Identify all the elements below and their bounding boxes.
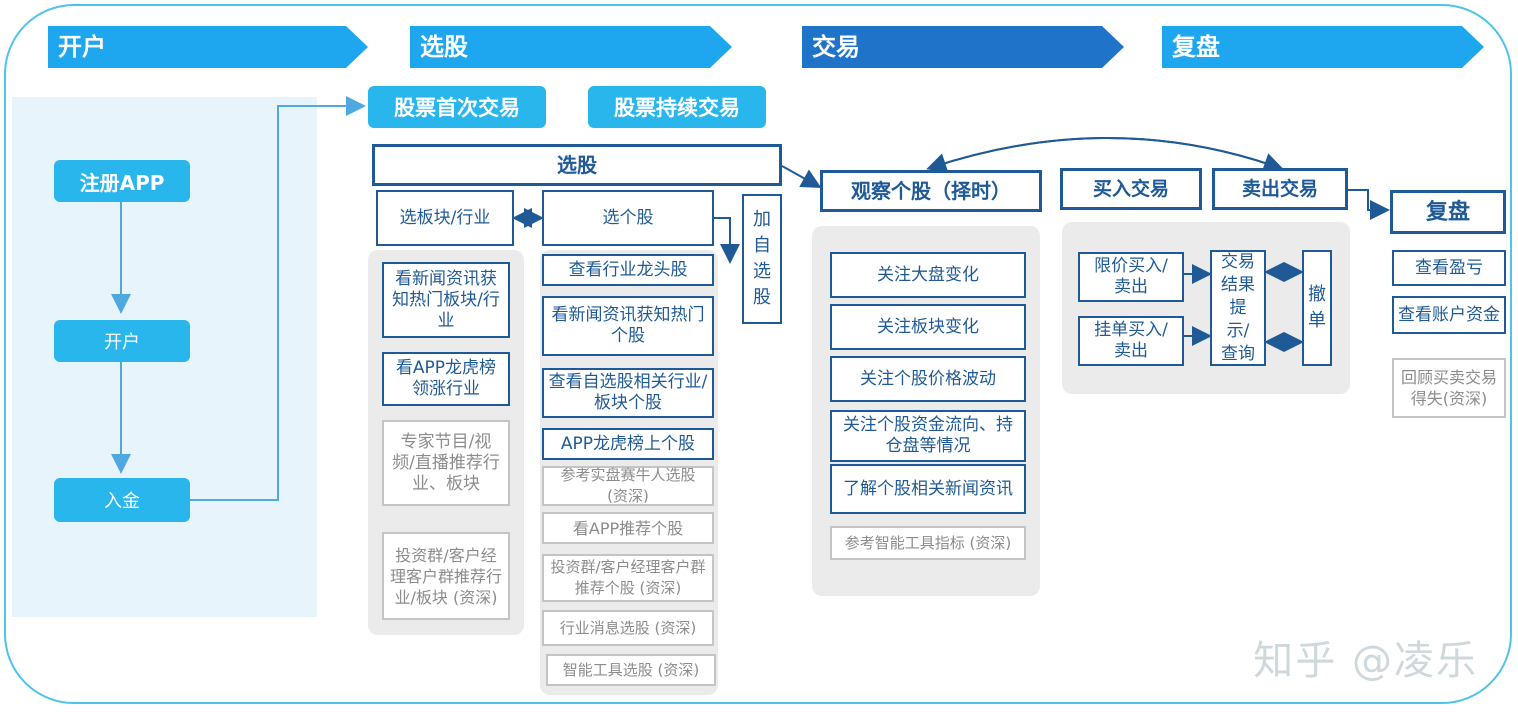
sector-title: 选板块/行业 — [376, 190, 514, 246]
stock-method: APP龙虎榜上个股 — [542, 428, 714, 460]
sector-method: 投资群/客户经理客户群推荐行业/板块 (资深) — [382, 532, 510, 620]
order-pending: 挂单买入/卖出 — [1078, 316, 1184, 366]
stock-method: 看新闻资讯获知热门个股 — [542, 296, 714, 356]
stock-method: 投资群/客户经理客户群推荐个股 (资深) — [542, 554, 714, 602]
review-item: 查看盈亏 — [1392, 250, 1506, 286]
zhihu-watermark: 知乎 @凌乐 — [1253, 638, 1478, 684]
review-item: 回顾买卖交易得失(资深) — [1392, 358, 1506, 418]
phase-select: 选股 — [410, 26, 732, 68]
phase-review: 复盘 — [1162, 26, 1484, 68]
stock-method: 看APP推荐个股 — [542, 512, 714, 544]
observe-item: 关注板块变化 — [830, 304, 1026, 350]
sector-method: 专家节目/视频/直播推荐行业、板块 — [382, 420, 510, 506]
step-open-account: 开户 — [54, 320, 190, 362]
stock-title: 选个股 — [542, 190, 714, 246]
step-deposit: 入金 — [54, 478, 190, 522]
trade-result: 交易结果提示/查询 — [1210, 250, 1266, 366]
observe-item: 了解个股相关新闻资讯 — [830, 464, 1026, 514]
sector-method: 看新闻资讯获知热门板块/行业 — [382, 262, 510, 338]
stock-method: 行业消息选股 (资深) — [542, 610, 714, 646]
cancel-order: 撤单 — [1302, 250, 1332, 366]
observe-item: 参考智能工具指标 (资深) — [830, 526, 1026, 560]
review-item: 查看账户资金 — [1392, 296, 1506, 334]
stock-method: 查看自选股相关行业/板块个股 — [542, 368, 714, 418]
step-register-app: 注册APP — [54, 160, 190, 202]
observe-item: 关注大盘变化 — [830, 252, 1026, 298]
select-title: 选股 — [372, 144, 782, 186]
continue-trade-label: 股票持续交易 — [588, 86, 766, 128]
observe-title: 观察个股（择时） — [820, 170, 1042, 212]
watchlist-box: 加自选股 — [742, 194, 782, 324]
sector-method: 看APP龙虎榜领涨行业 — [382, 352, 510, 406]
stock-method: 参考实盘赛牛人选股 (资深) — [542, 466, 714, 506]
observe-item: 关注个股价格波动 — [830, 356, 1026, 402]
buy-title: 买入交易 — [1060, 168, 1202, 210]
phase-trade: 交易 — [802, 26, 1124, 68]
sell-title: 卖出交易 — [1212, 168, 1348, 210]
order-limit: 限价买入/卖出 — [1078, 252, 1184, 302]
first-trade-label: 股票首次交易 — [368, 86, 546, 128]
review-title: 复盘 — [1390, 190, 1506, 234]
stock-method: 智能工具选股 (资深) — [546, 654, 716, 686]
outer-frame — [4, 4, 1512, 704]
observe-item: 关注个股资金流向、持仓盘等情况 — [830, 410, 1026, 462]
phase-account: 开户 — [48, 26, 368, 68]
stock-method: 查看行业龙头股 — [542, 254, 714, 286]
